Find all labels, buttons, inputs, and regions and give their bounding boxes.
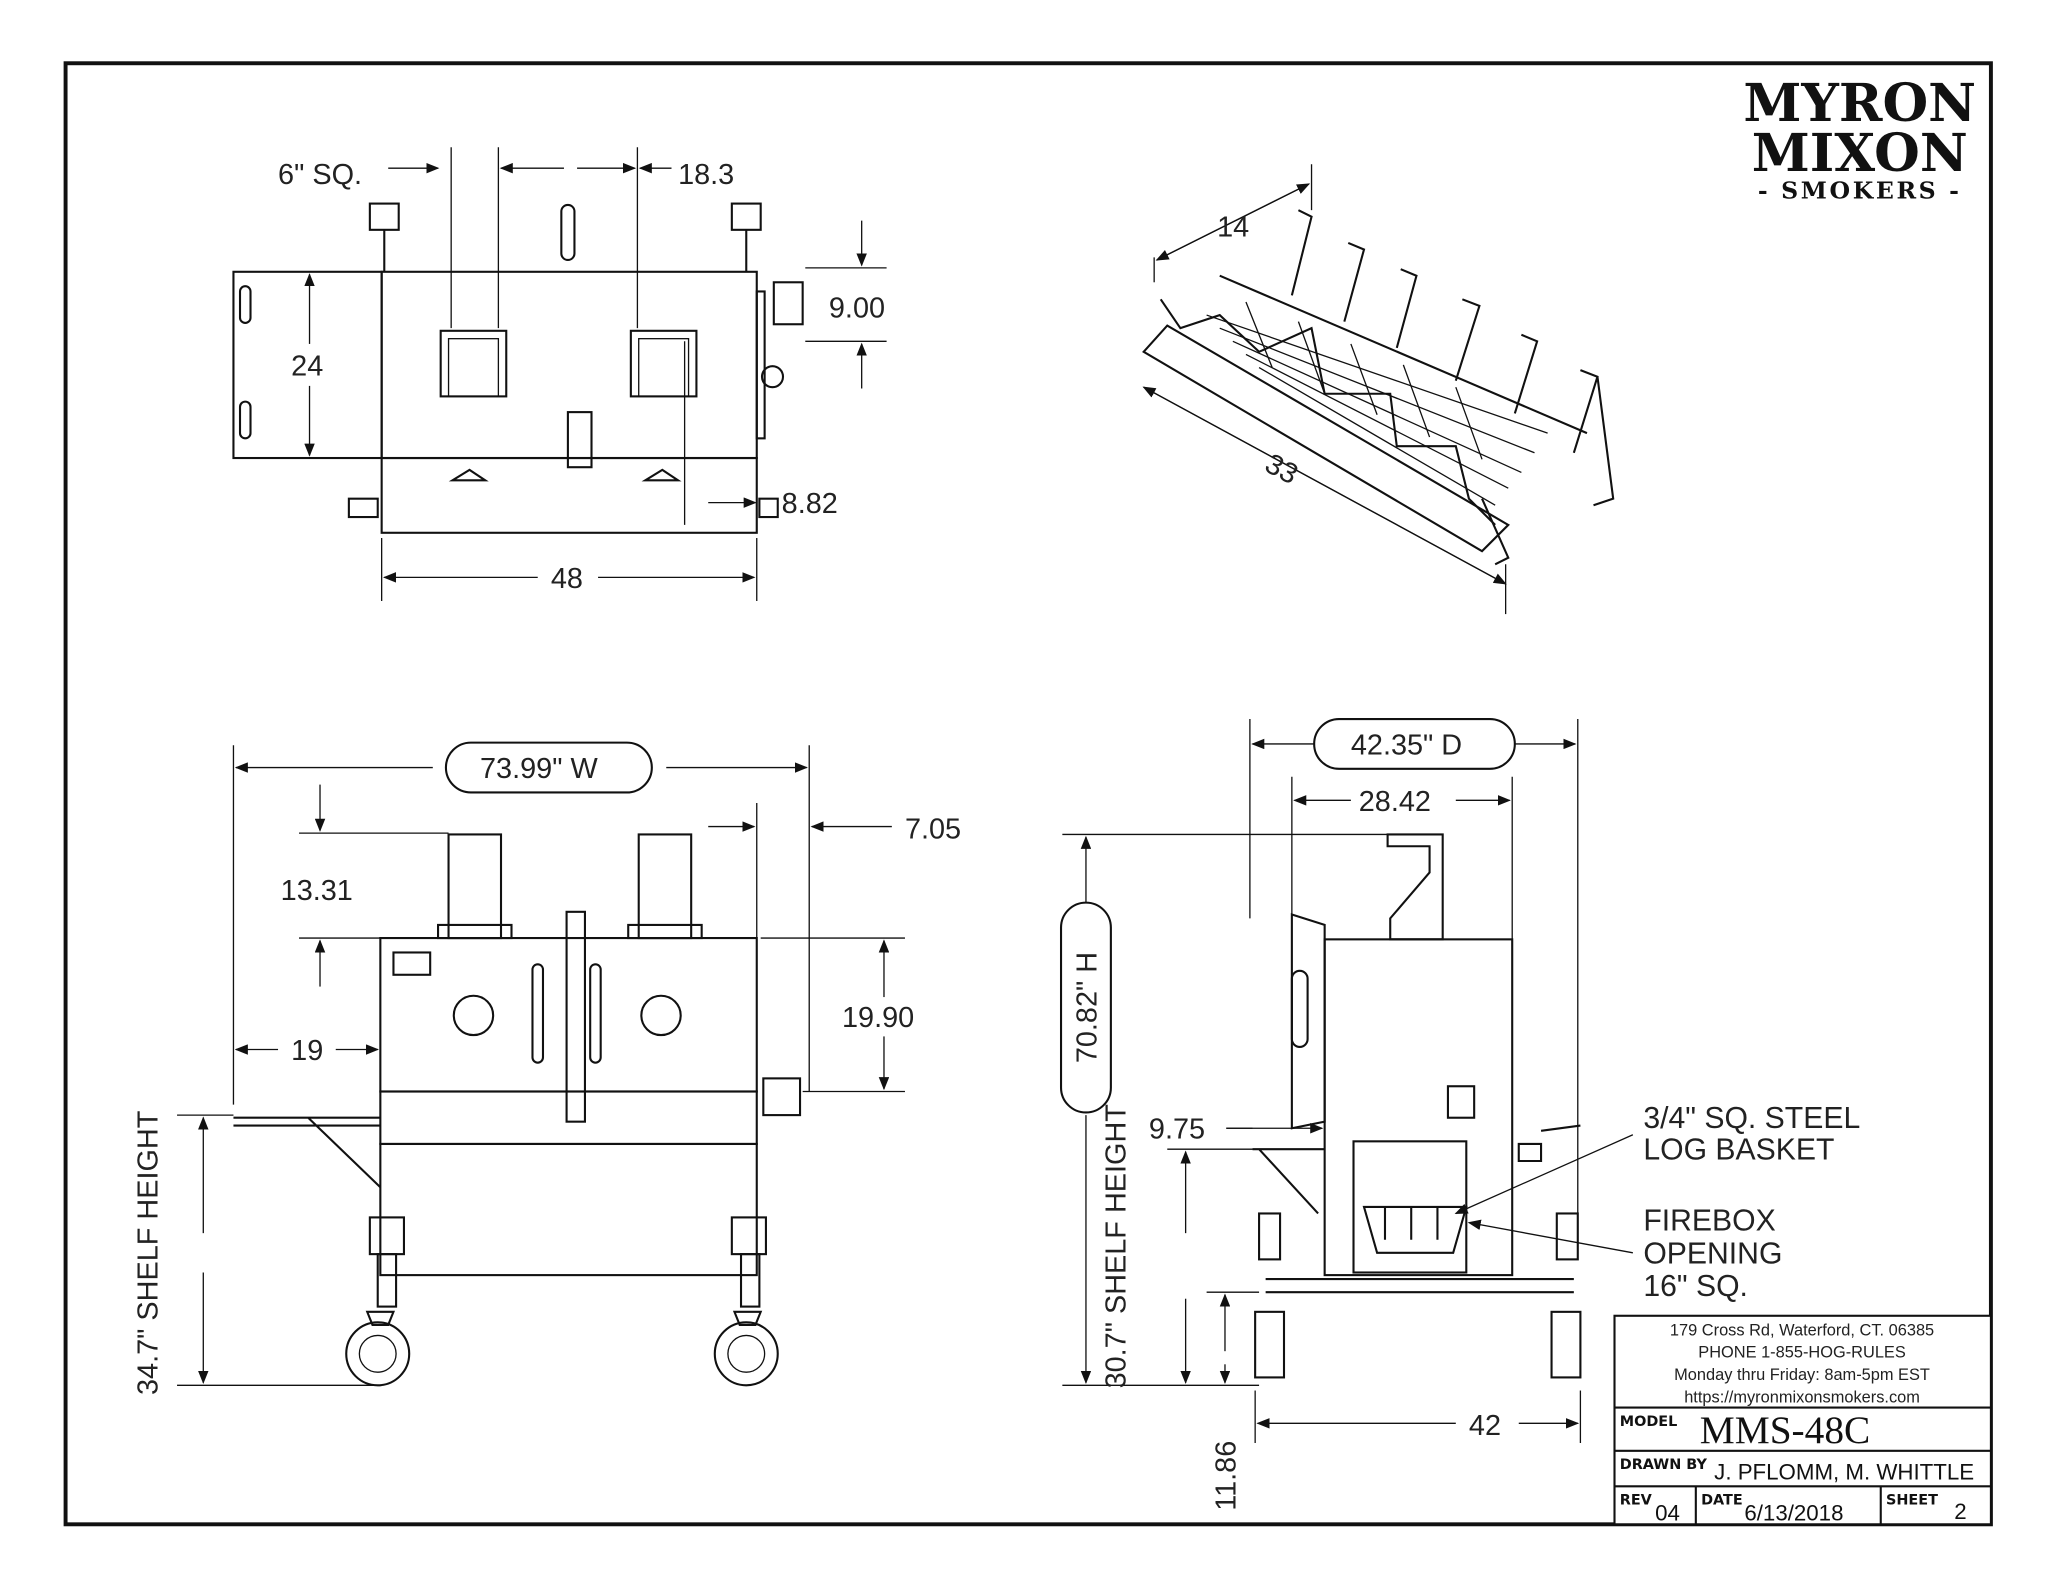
callout-log-basket-2: LOG BASKET <box>1643 1134 1834 1167</box>
callout-firebox-1: FIREBOX <box>1643 1205 1775 1238</box>
dim-side-depth: 42.35" D <box>1351 729 1462 761</box>
callout-log-basket-1: 3/4" SQ. STEEL <box>1643 1102 1860 1135</box>
model-label: MODEL <box>1620 1414 1678 1430</box>
rev-value: 04 <box>1655 1500 1680 1525</box>
rev-label: REV <box>1620 1493 1653 1509</box>
log-grate-view: 14 33 <box>1142 164 1615 615</box>
address: 179 Cross Rd, Waterford, CT. 06385 <box>1670 1321 1934 1339</box>
hours: Monday thru Friday: 8am-5pm EST <box>1674 1366 1930 1384</box>
svg-text:MIXON: MIXON <box>1752 123 1968 184</box>
dim-28-42: 28.42 <box>1359 786 1431 818</box>
dim-42: 42 <box>1469 1410 1501 1442</box>
dim-shelf-height-side-text: 30.7" SHELF HEIGHT <box>1100 1104 1132 1388</box>
dim-9-75: 9.75 <box>1149 1114 1205 1146</box>
sheet-label: SHEET <box>1886 1493 1938 1509</box>
dim-19-90: 19.90 <box>842 1002 914 1034</box>
top-view: 6" SQ. 18.3 9.00 24 8.82 48 <box>232 147 887 601</box>
svg-text:- SMOKERS -: - SMOKERS - <box>1758 176 1962 204</box>
dim-9-00: 9.00 <box>829 293 885 325</box>
callout-firebox-2: OPENING <box>1643 1237 1782 1270</box>
dim-18-3: 18.3 <box>678 159 734 191</box>
date-label: DATE <box>1701 1493 1743 1509</box>
dim-14: 14 <box>1217 211 1249 243</box>
dim-6-sq: 6" SQ. <box>278 159 362 191</box>
sheet-value: 2 <box>1954 1499 1966 1524</box>
dim-11-86: 11.86 <box>1210 1441 1242 1511</box>
front-view: 73.99" W 7.05 13.31 19.90 19 34.7" SHELF… <box>132 741 961 1395</box>
dim-13-31: 13.31 <box>281 875 353 907</box>
title-block: 179 Cross Rd, Waterford, CT. 06385 PHONE… <box>1613 1314 1992 1525</box>
dim-8-82: 8.82 <box>782 488 838 520</box>
website: https://myronmixonsmokers.com <box>1684 1388 1920 1406</box>
drawn-by-value: J. PFLOMM, M. WHITTLE <box>1714 1460 1974 1485</box>
dim-overall-width: 73.99" W <box>480 753 598 785</box>
side-view: 42.35" D 28.42 70.82" H 9.75 30.7" SHELF… <box>1059 717 1860 1511</box>
model-value: MMS-48C <box>1700 1408 1870 1452</box>
sheet-border <box>63 61 1993 1527</box>
dim-7-05: 7.05 <box>905 813 961 845</box>
brand-logo: MYRON MIXON - SMOKERS - <box>1743 73 1976 204</box>
callout-firebox-3: 16" SQ. <box>1643 1270 1748 1303</box>
dim-side-height: 70.82" H <box>1071 952 1103 1063</box>
date-value: 6/13/2018 <box>1744 1500 1843 1525</box>
drawn-by-label: DRAWN BY <box>1620 1457 1708 1473</box>
dim-shelf-height-front: 34.7" SHELF HEIGHT <box>132 1111 164 1395</box>
dim-48: 48 <box>551 563 583 595</box>
dim-24: 24 <box>291 350 323 382</box>
svg-text:MYRON: MYRON <box>1743 73 1976 134</box>
dim-19: 19 <box>291 1035 323 1067</box>
phone: PHONE 1-855-HOG-RULES <box>1698 1344 1906 1362</box>
